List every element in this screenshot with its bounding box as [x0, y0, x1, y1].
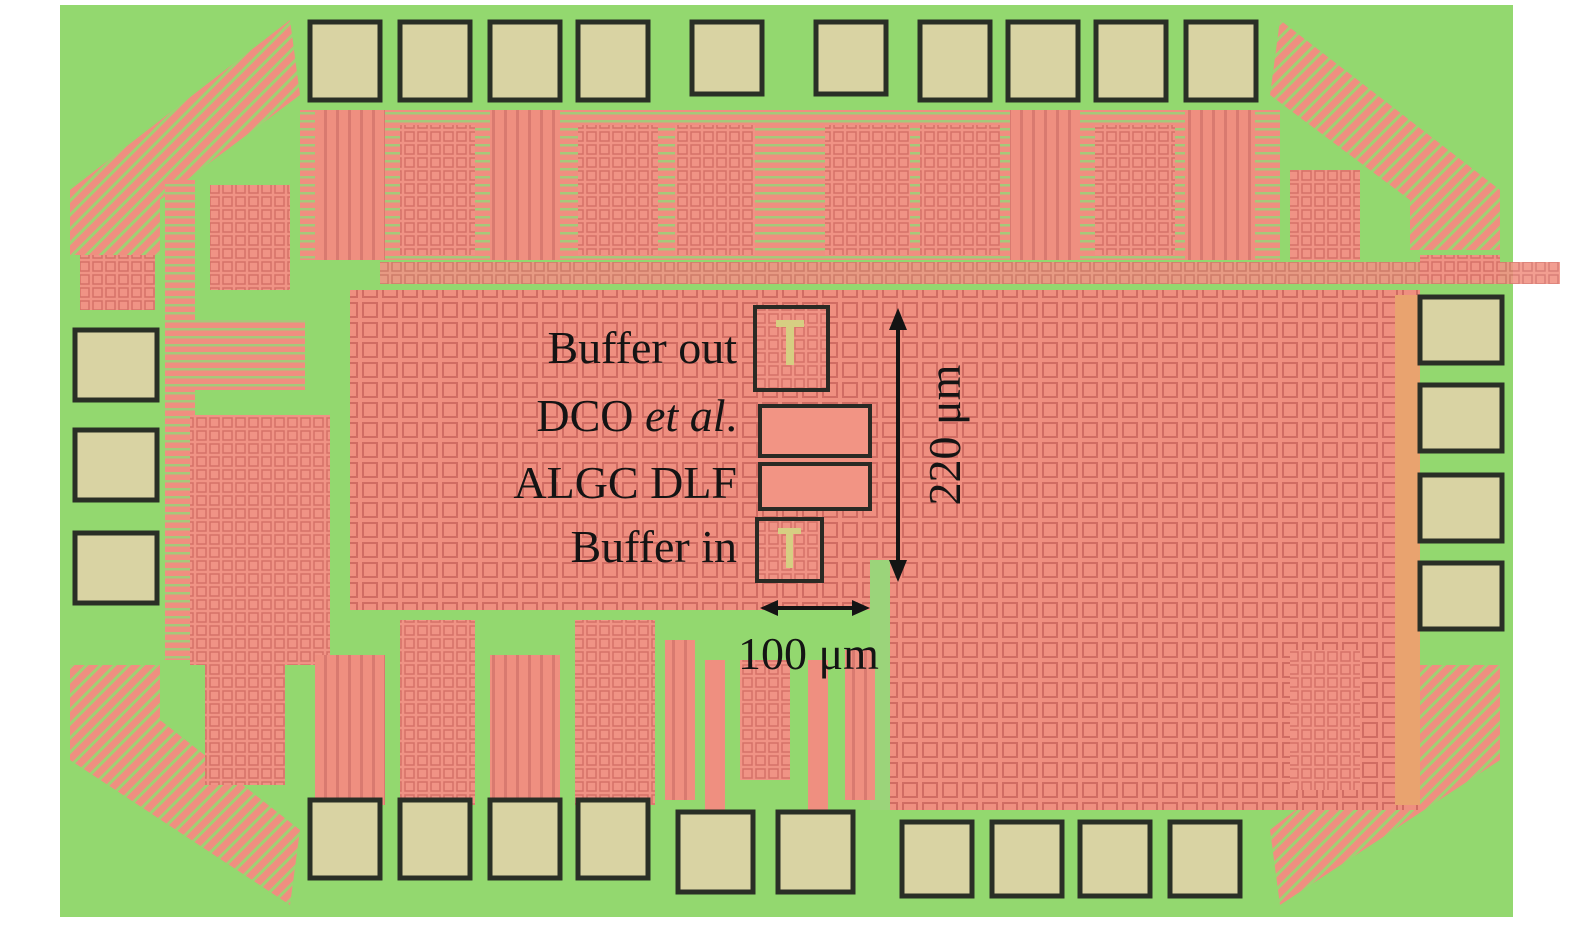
- horizontal-dimension-arrow: [760, 600, 870, 616]
- left-lower-block: [205, 655, 285, 785]
- vertical-dimension-arrow: [889, 308, 907, 582]
- label-dco-italic: et al: [645, 390, 726, 441]
- top-block-8: [1010, 110, 1080, 260]
- right-pads: [1417, 294, 1505, 632]
- top-pads: [307, 19, 1259, 103]
- highlight-buffer-in: [755, 517, 824, 583]
- label-buffer-out: Buffer out: [547, 322, 737, 373]
- bottom-block-2: [400, 620, 475, 805]
- bottom-block-4: [575, 620, 655, 805]
- top-block-2: [400, 125, 475, 255]
- label-dco-suffix: .: [725, 390, 738, 441]
- top-block-4: [578, 125, 658, 255]
- label-dco: DCO et al.: [536, 393, 737, 439]
- top-block-1: [315, 110, 385, 260]
- bottom-block-7: [845, 650, 875, 800]
- corner-routing-tr: [1270, 20, 1500, 250]
- bottom-trace-1: [705, 660, 725, 820]
- top-block-11: [1290, 170, 1360, 260]
- top-block-5: [675, 125, 755, 255]
- highlight-buffer-out: [753, 305, 830, 392]
- bottom-block-3: [490, 655, 560, 805]
- label-dco-prefix: DCO: [536, 390, 646, 441]
- bottom-trace-2: [808, 660, 828, 820]
- left-connector: [165, 320, 305, 390]
- bottom-block-5: [665, 640, 695, 800]
- top-block-3: [490, 110, 560, 260]
- left-small-block: [80, 255, 155, 310]
- label-algc-dlf: ALGC DLF: [513, 457, 737, 508]
- highlight-dco: [758, 404, 872, 458]
- left-pads: [72, 327, 160, 606]
- corner-routing-bl: [70, 665, 300, 905]
- label-buffer-in: Buffer in: [570, 521, 737, 572]
- core-edge-rail: [1395, 295, 1420, 805]
- top-block-9: [1095, 125, 1175, 255]
- top-block-10: [1185, 110, 1255, 260]
- bottom-block-6: [740, 660, 790, 780]
- left-side-block: [190, 415, 330, 665]
- top-block-7: [920, 125, 1000, 255]
- cell-row-strip: [380, 262, 1560, 284]
- bottom-block-8: [1290, 650, 1360, 790]
- highlight-algc-dlf: [758, 462, 872, 511]
- horizontal-dimension-label: 100 μm: [738, 628, 879, 679]
- bottom-pads: [307, 797, 1243, 899]
- bottom-block-1: [315, 655, 385, 805]
- corner-routing-tl: [70, 20, 300, 255]
- top-left-block: [210, 185, 290, 290]
- vertical-dimension-label: 220 μm: [919, 364, 970, 506]
- top-block-6: [825, 125, 910, 255]
